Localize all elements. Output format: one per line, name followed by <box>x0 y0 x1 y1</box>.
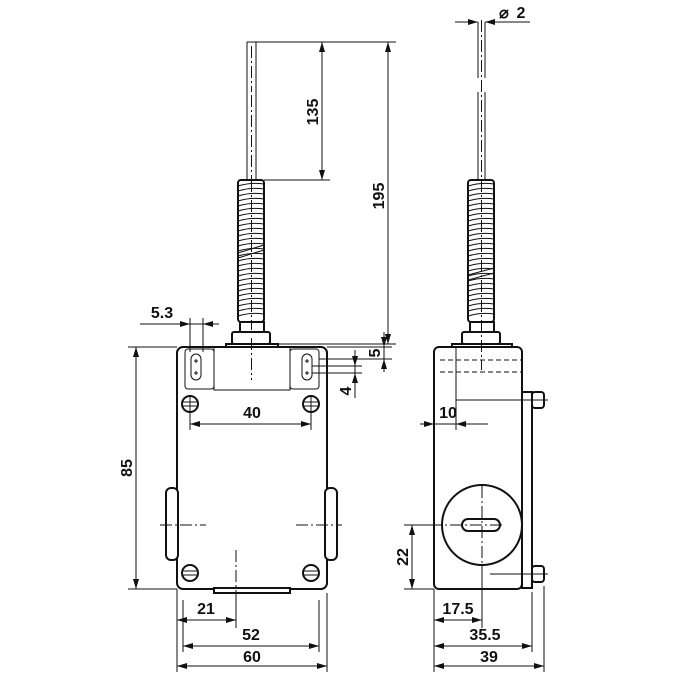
dim-40: 40 <box>189 396 312 430</box>
dim-17-5: 17.5 <box>433 568 483 628</box>
dim-52: 52 <box>182 600 320 652</box>
dim-5-3: 5.3 <box>140 305 219 352</box>
dim-5-label: 5 <box>367 348 384 357</box>
screw-bottom-left <box>181 564 199 582</box>
screw-bottom-right <box>302 564 320 582</box>
dim-85-label: 85 <box>119 459 136 477</box>
dim-35-5-label: 35.5 <box>469 627 500 644</box>
mounting-slot-right <box>289 348 320 390</box>
dim-60: 60 <box>176 593 328 672</box>
dim-10: 10 <box>420 400 488 430</box>
dim-4-label: 4 <box>338 386 355 395</box>
dim-17-5-label: 17.5 <box>442 601 473 618</box>
dim-10-label: 10 <box>439 405 457 422</box>
bottom-lip <box>213 587 291 594</box>
dim-22: 22 <box>395 524 434 590</box>
side-boss-left <box>165 487 179 561</box>
side-boss-right <box>324 487 338 561</box>
front-center-lines <box>160 180 342 600</box>
dim-85: 85 <box>119 346 177 590</box>
actuator-wire <box>246 92 257 180</box>
dim-diameter-2: ⌀ 2 <box>455 5 530 25</box>
dim-39: 39 <box>433 586 545 672</box>
dim-135-label: 135 <box>305 99 322 126</box>
dim-2-label: 2 <box>517 5 526 22</box>
side-view: ⌀ 2 <box>395 5 548 672</box>
dim-135: 135 <box>256 41 330 181</box>
dim-40-label: 40 <box>243 405 261 422</box>
dim-195: 195 <box>278 41 396 345</box>
front-view: 135 195 5.3 5 <box>119 41 396 672</box>
mounting-slot-left <box>184 348 215 390</box>
dim-35-5: 35.5 <box>434 592 533 652</box>
dim-22-label: 22 <box>395 548 412 566</box>
dim-52-label: 52 <box>242 627 260 644</box>
diameter-symbol: ⌀ <box>499 5 509 22</box>
dim-60-label: 60 <box>243 649 261 666</box>
dim-195-label: 195 <box>371 183 388 210</box>
side-actuator-wire <box>477 20 486 180</box>
dim-21: 21 <box>176 589 237 628</box>
dim-21-label: 21 <box>197 601 215 618</box>
switch-body <box>176 346 328 590</box>
dim-4: 4 <box>312 350 362 398</box>
dim-5-3-label: 5.3 <box>151 305 173 322</box>
actuator-wire-tip <box>246 41 257 92</box>
side-cable-gland <box>430 484 523 572</box>
dim-39-label: 39 <box>480 649 498 666</box>
side-mounting-plate <box>521 391 533 589</box>
